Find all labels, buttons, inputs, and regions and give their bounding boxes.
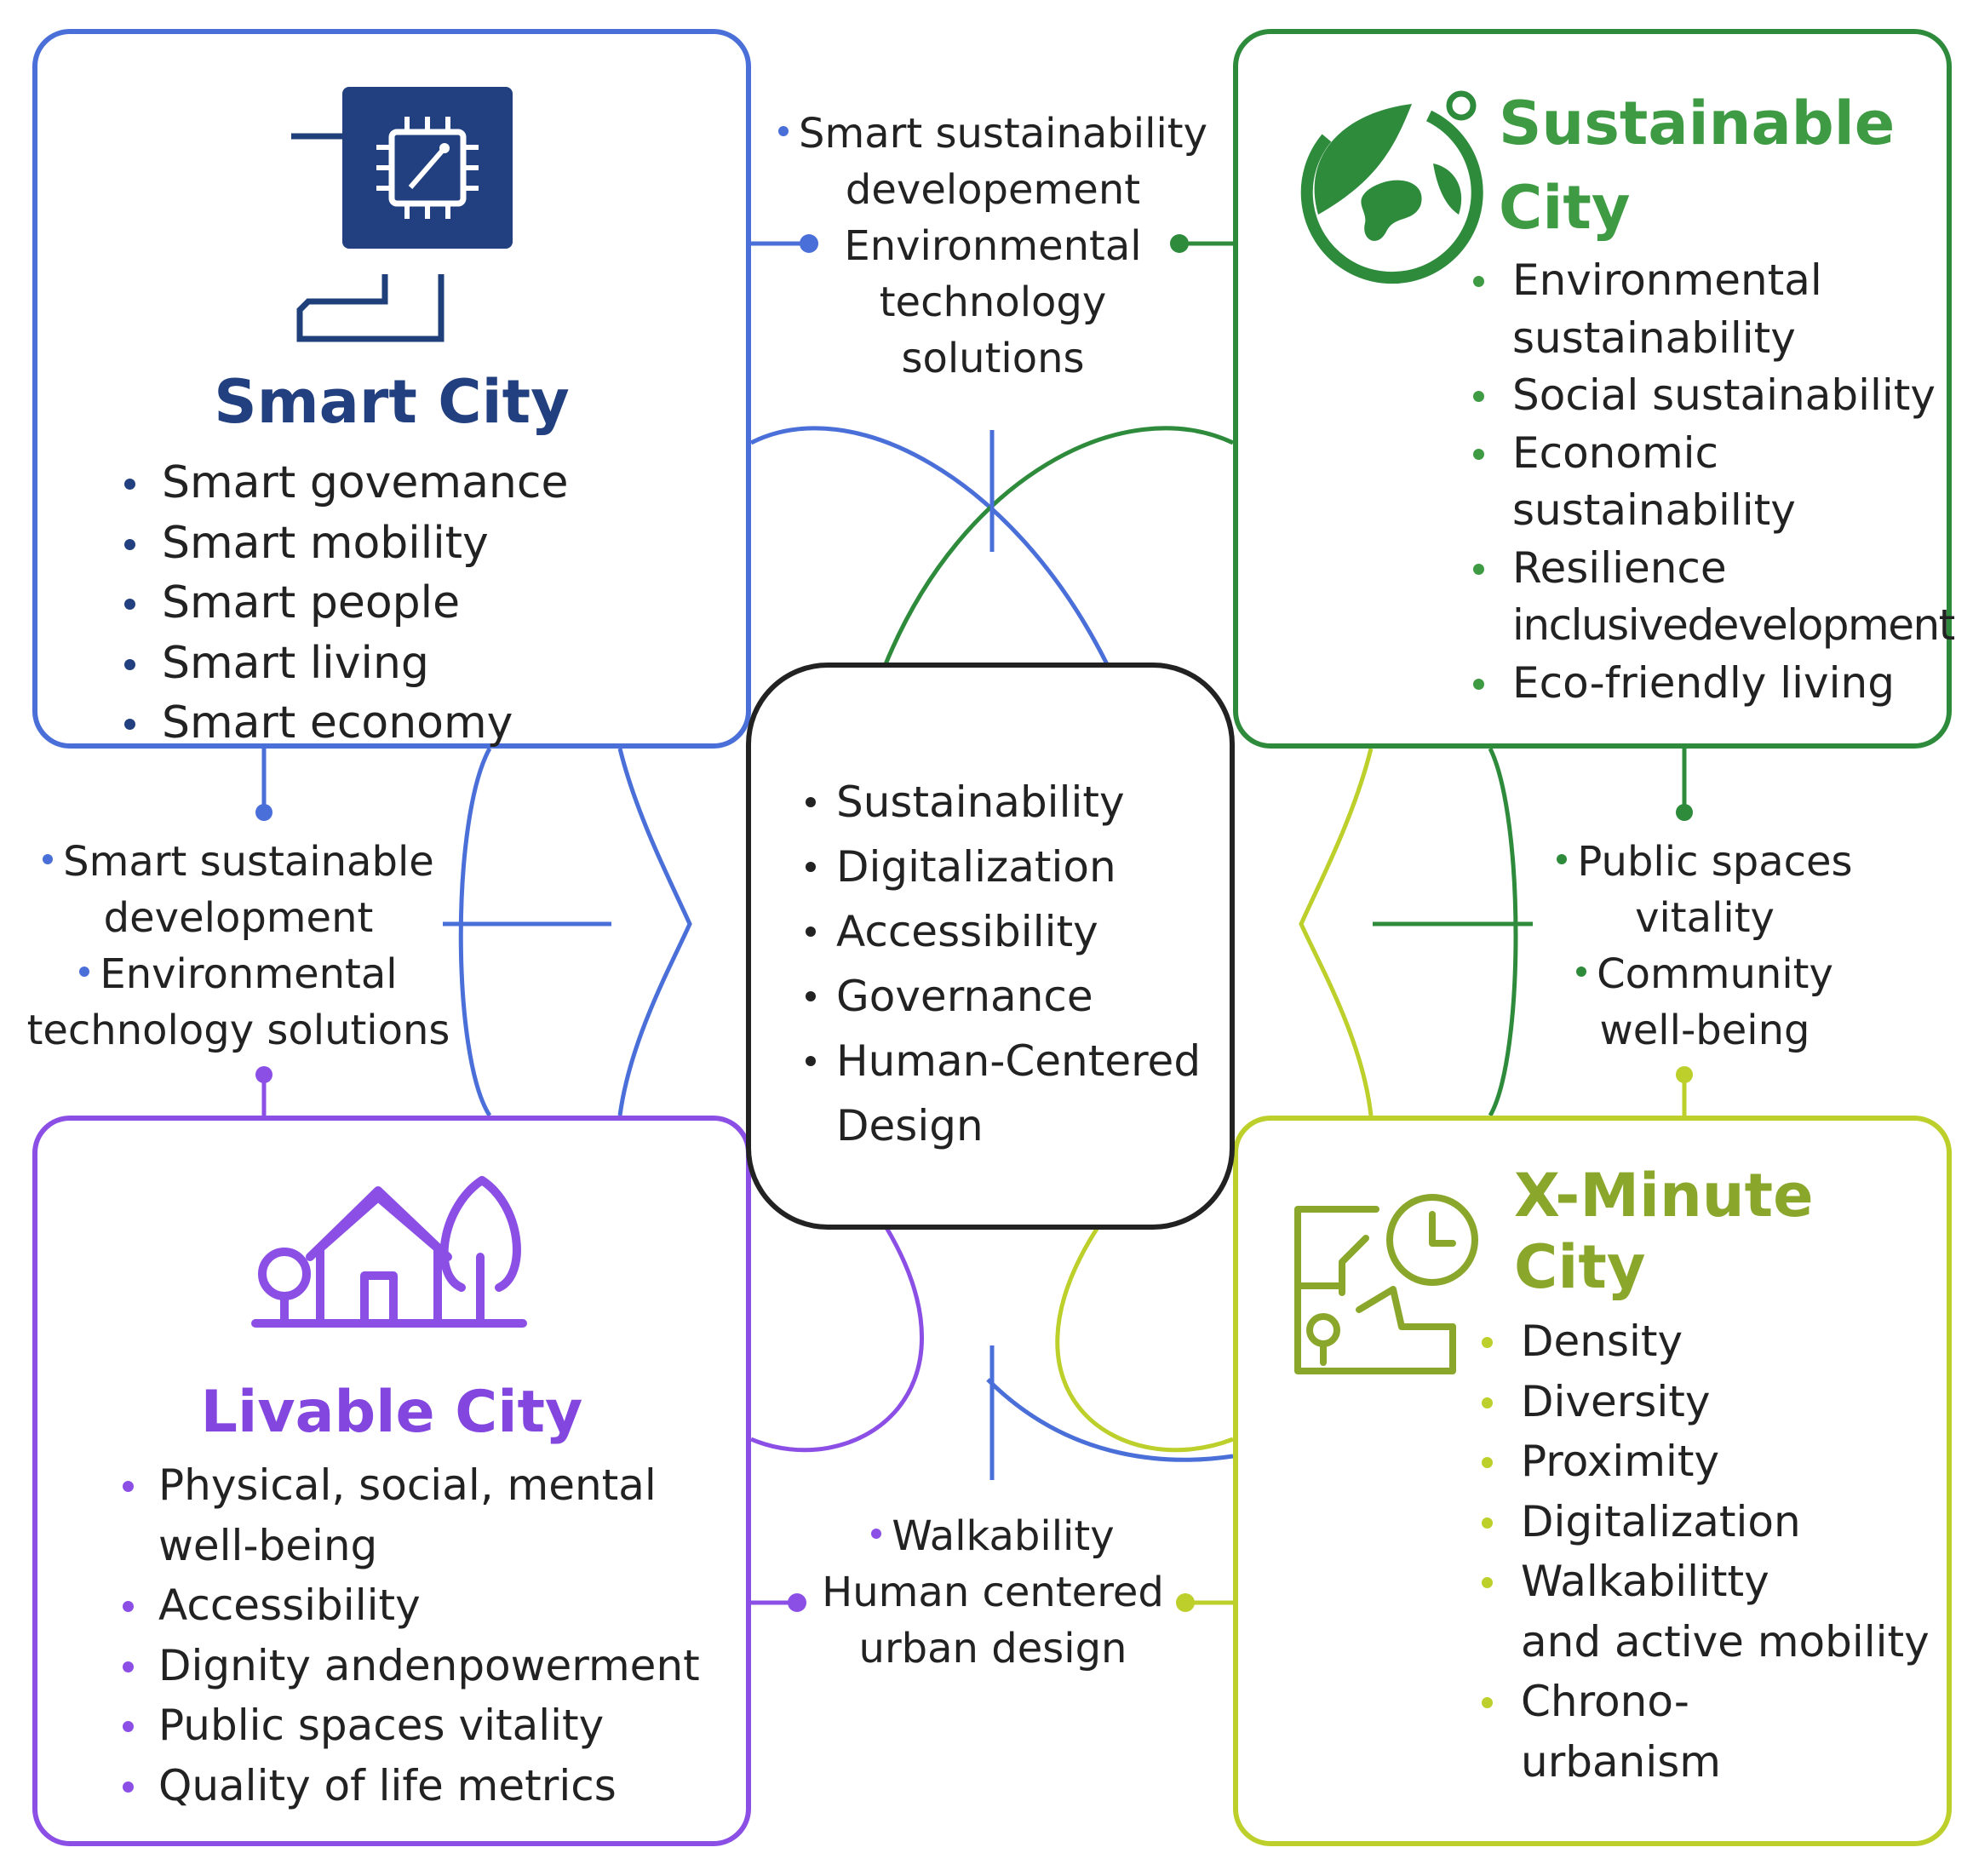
sustainable-city-box: Sustainable City Environmental sustainab…: [1233, 29, 1955, 749]
blue-arc-bottom: [986, 1378, 1234, 1462]
globe-leaf-icon: [1300, 90, 1483, 284]
note-smart-sustainable: Smart sustainability developement Enviro…: [753, 106, 1233, 387]
list-item: Digitalization: [805, 835, 1201, 899]
note-line: Smart sustainable: [63, 838, 434, 886]
smart-bracket-outer: [458, 747, 492, 1117]
list-item: well-being: [158, 1520, 378, 1570]
sustainable-bracket-outer: [1488, 747, 1518, 1117]
list-item: urbanism: [1521, 1736, 1721, 1787]
note-line: Smart sustainability: [799, 110, 1207, 158]
center-core-box: Sustainability Digitalization Accessibil…: [746, 663, 1235, 1230]
bullet-dot: [871, 1529, 882, 1539]
list-item: Proximity: [1482, 1431, 1930, 1492]
bottom-connector-left-dot: [788, 1593, 806, 1612]
note-line: development: [103, 894, 374, 942]
list-item: Quality of life metrics: [123, 1756, 700, 1816]
xminute-city-title: X-Minute City: [1514, 1161, 1814, 1302]
note-line: Public spaces: [1577, 838, 1853, 886]
list-item: Digitalization: [1482, 1492, 1930, 1552]
smart-city-box: Smart City Smart govemance Smart mobilit…: [32, 29, 751, 749]
list-item: Walkabilitty: [1482, 1552, 1930, 1612]
chip-circuit-icon: [291, 87, 513, 342]
bottom-connector-right-dot: [1176, 1593, 1195, 1612]
list-item: Smart economy: [123, 693, 568, 754]
xminute-bracket-inner: [1299, 748, 1374, 1116]
right-connector-top-dot: [1676, 804, 1693, 821]
list-item: and active mobility: [1521, 1616, 1930, 1667]
list-item: Smart people: [123, 573, 568, 634]
list-item: Smart living: [123, 634, 568, 694]
smart-bracket-inner: [617, 748, 692, 1116]
livable-city-title: Livable City: [200, 1379, 583, 1446]
list-item: Sustainability: [805, 770, 1201, 835]
list-item: Public spaces vitality: [123, 1695, 700, 1756]
center-core-list: Sustainability Digitalization Accessibil…: [805, 770, 1201, 1158]
note-line: Environmental: [844, 222, 1142, 270]
list-item: Accessibility: [805, 899, 1201, 964]
bullet-dot: [79, 967, 90, 977]
list-item: inclusivedevelopment: [1512, 600, 1955, 650]
top-connector-left-dot: [800, 234, 818, 253]
left-connector-top-dot: [255, 804, 272, 821]
list-item: Eco-friendly living: [1473, 655, 1954, 713]
smart-city-list: Smart govemance Smart mobility Smart peo…: [123, 453, 568, 754]
note-line: technology: [879, 278, 1107, 326]
note-line: Human centered: [822, 1569, 1164, 1616]
livable-arc-bottom: [750, 1225, 925, 1453]
list-item: Smart mobility: [123, 513, 568, 574]
list-item: Economic: [1473, 425, 1954, 483]
bullet-dot: [778, 126, 789, 136]
note-line: well-being: [1599, 1007, 1810, 1054]
note-smart-livable: Smart sustainable development Environmen…: [9, 834, 468, 1058]
list-item: Design: [836, 1101, 984, 1150]
note-line: technology solutions: [26, 1007, 450, 1054]
bullet-dot: [1576, 967, 1587, 977]
note-line: Community: [1597, 950, 1833, 998]
smart-city-title: Smart City: [214, 367, 570, 437]
list-item: Chrono-: [1482, 1672, 1930, 1732]
livable-city-list: Physical, social, mental well-being Acce…: [123, 1455, 700, 1816]
livable-city-box: Livable City Physical, social, mental we…: [32, 1116, 751, 1846]
sustainable-arc-top: [883, 426, 1235, 665]
sustainable-city-list: Environmental sustainability Social sust…: [1473, 252, 1955, 713]
list-item: Resilience: [1473, 540, 1954, 598]
xminute-arc-bottom: [1055, 1225, 1234, 1453]
list-item: sustainability: [1512, 485, 1796, 535]
note-line: solutions: [901, 335, 1085, 382]
sustainable-city-title: Sustainable City: [1499, 89, 1896, 243]
list-item: Social sustainability: [1473, 367, 1954, 425]
xminute-city-box: X-Minute City Density Diversity Proximit…: [1233, 1116, 1952, 1846]
smart-arc-top: [749, 426, 1110, 666]
list-item: Diversity: [1482, 1372, 1930, 1432]
note-livable-xminute: Walkability Human centered urban design: [753, 1508, 1233, 1677]
list-item: Physical, social, mental: [123, 1455, 700, 1516]
list-item: Density: [1482, 1311, 1930, 1372]
list-item: sustainability: [1512, 313, 1796, 363]
top-connector-right-dot: [1170, 234, 1189, 253]
note-line: vitality: [1635, 894, 1775, 942]
bullet-dot: [1557, 854, 1568, 864]
right-connector-bottom-dot: [1676, 1066, 1693, 1083]
note-line: developement: [845, 166, 1141, 214]
list-item: Governance: [805, 964, 1201, 1029]
house-trees-icon: [251, 1176, 527, 1328]
list-item: Dignity andenpowerment: [123, 1636, 700, 1696]
list-item: Environmental: [1473, 252, 1954, 310]
list-item: Accessibility: [123, 1575, 700, 1636]
bullet-dot: [43, 854, 54, 864]
note-line: urban design: [858, 1625, 1127, 1672]
note-line: Environmental: [100, 950, 398, 998]
note-line: Walkability: [892, 1512, 1115, 1560]
left-connector-bottom-dot: [255, 1066, 272, 1083]
xminute-city-list: Density Diversity Proximity Digitalizati…: [1482, 1311, 1930, 1792]
list-item: Human-Centered: [805, 1029, 1201, 1093]
list-item: Smart govemance: [123, 453, 568, 513]
note-sustainable-xminute: Public spaces vitality Community well-be…: [1483, 834, 1926, 1058]
map-clock-icon: [1294, 1194, 1478, 1374]
